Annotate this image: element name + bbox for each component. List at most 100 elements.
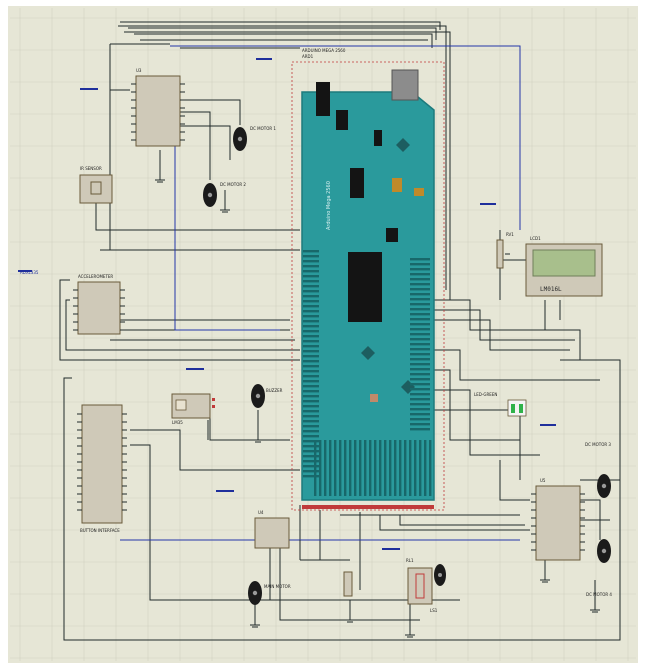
board-pin-bottom [339,440,342,496]
sensor-box[interactable]: IR SENSOR [79,166,113,204]
temp-sensor-label: LM35 [172,420,183,425]
motor-top-2[interactable]: DC MOTOR 2 [203,182,246,207]
buzzer-label: BUZZER [266,388,283,393]
board-pin-left [303,340,319,343]
relay[interactable]: RL1 [406,558,433,605]
board-pin-bottom [314,440,317,496]
crystal-2 [414,188,424,196]
board-pin-bottom [374,440,377,496]
board-pin-left [303,330,319,333]
motor-driver-top[interactable]: U3 [131,68,185,147]
usb-connector [391,69,419,101]
motor-right-1[interactable]: DC MOTOR 3 [585,442,611,498]
button-interface-ic[interactable]: BUTTON INTERFACE [77,404,127,533]
motor-driver-right-pins [531,493,585,551]
bottom-ic[interactable]: U4 [254,510,290,549]
crystal [392,178,402,192]
potentiometer[interactable]: RV1 [496,232,514,269]
board-pin-left [303,440,319,443]
board-pin-left [303,415,319,418]
board-pin-left [303,265,319,268]
small-capacitor[interactable] [343,571,353,597]
board-pin-right [410,313,430,316]
board-diamond-1 [396,138,410,152]
reset-button [370,394,378,402]
board-pin-left [303,395,319,398]
board-pin-left [303,410,319,413]
board-pin-bottom [349,440,352,496]
board-pin-right [410,308,430,311]
board-pin-left [303,425,319,428]
bottom-motor[interactable]: MAIN MOTOR [248,581,291,605]
board-pin-left [303,400,319,403]
board-pin-right [410,408,430,411]
board-pin-bottom [429,440,432,496]
board-pin-right [410,283,430,286]
temp-sensor[interactable]: LM35 [171,393,215,425]
board-pin-right [410,268,430,271]
board-pin-bottom [424,440,427,496]
green-led[interactable]: LED-GREEN [474,392,527,417]
board-pin-left [303,310,319,313]
board-pin-left [303,270,319,273]
power-jack [316,82,330,116]
board-pin-right [410,383,430,386]
board-pin-left [303,345,319,348]
board-pin-right [410,318,430,321]
lcd-display[interactable]: LCD1 LM016L [525,236,603,297]
motor-right-2[interactable]: DC MOTOR 4 [586,539,612,597]
bottom-motor-label: MAIN MOTOR [264,584,291,589]
board-pin-bottom [344,440,347,496]
board-pin-left [303,420,319,423]
motor-top-1-label: DC MOTOR 1 [250,126,276,131]
board-pin-right [410,263,430,266]
board-pin-left [303,435,319,438]
board-title: ARDUINO MEGA 2560 [302,48,346,53]
board-pin-right [410,333,430,336]
board-pin-right [410,323,430,326]
motor-top-1[interactable]: DC MOTOR 1 [233,126,276,151]
board-pin-bottom [409,440,412,496]
board-pin-bottom [319,440,322,496]
arduino-mega-board[interactable]: ARDUINO MEGA 2560 ARD1 Arduino Mega 2560 [291,48,445,511]
board-pin-left [303,255,319,258]
board-pin-left [303,385,319,388]
relay-label: RL1 [406,558,414,563]
board-pin-right [410,303,430,306]
accelerometer[interactable]: ACCELEROMETER ADXL335 [20,270,125,335]
board-ref: ARD1 [302,54,314,59]
board-pin-left [303,450,319,453]
board-pin-left [303,365,319,368]
board-pin-right [410,343,430,346]
board-pin-right [410,288,430,291]
board-pin-bottom [399,440,402,496]
board-pin-left [303,290,319,293]
motor-driver-right[interactable]: U5 [531,478,585,561]
accelerometer-ic: ADXL335 [20,270,39,275]
board-pin-right [410,358,430,361]
board-pin-right [410,418,430,421]
board-diamond-2 [361,346,375,360]
board-pin-left [303,380,319,383]
atmega-chip [348,252,382,322]
board-pin-bottom [359,440,362,496]
buzzer[interactable]: BUZZER [251,384,283,408]
board-pin-right [410,273,430,276]
button-interface-pins [77,413,127,511]
board-bottom-header [302,505,434,509]
board-pin-left [303,285,319,288]
board-pin-left [303,250,319,253]
green-led-label: LED-GREEN [474,392,497,397]
board-pin-left [303,355,319,358]
lcd-label: LCD1 [530,236,541,241]
speaker[interactable]: LS1 [430,564,446,613]
board-pin-left [303,455,319,458]
board-pin-right [410,398,430,401]
board-pin-bottom [324,440,327,496]
board-pin-right [410,368,430,371]
board-pin-right [410,393,430,396]
board-pin-left [303,445,319,448]
board-pin-bottom [369,440,372,496]
motor-right-1-label: DC MOTOR 3 [585,442,611,447]
board-pin-right [410,388,430,391]
